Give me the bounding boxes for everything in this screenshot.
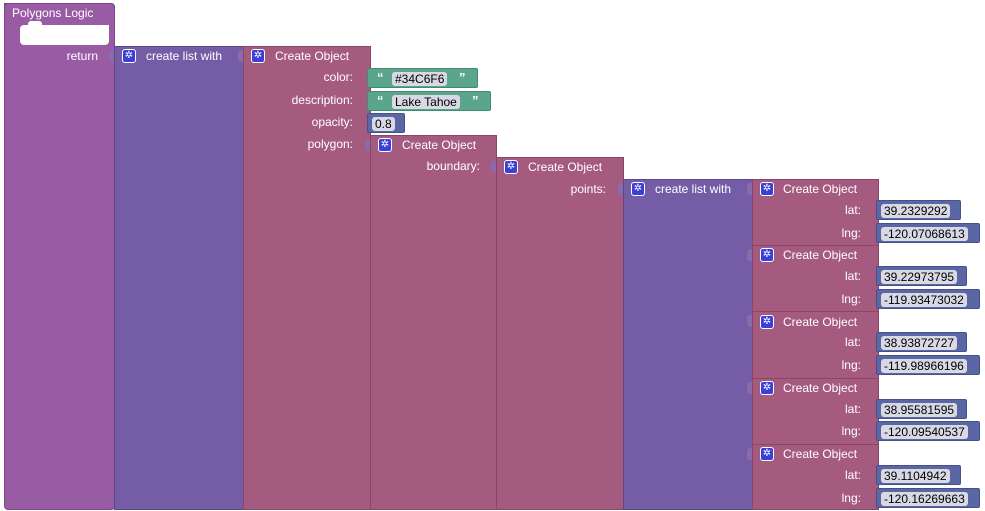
lat-label: lat: — [844, 402, 861, 416]
polygon-inner-connector — [365, 139, 370, 151]
description-value-field[interactable]: Lake Tahoe — [392, 95, 460, 109]
lng-label: lng: — [841, 424, 861, 438]
description-text-block[interactable]: “ Lake Tahoe ” — [367, 91, 491, 111]
polygon-inner-object-block[interactable] — [370, 135, 497, 510]
points-list-connector — [618, 183, 623, 195]
opacity-value-field[interactable]: 0.8 — [372, 117, 395, 131]
close-quote-icon: ” — [459, 70, 466, 85]
gear-icon[interactable]: ✲ — [631, 182, 645, 196]
lng-number-block[interactable]: -120.07068613 — [876, 223, 980, 243]
lat-number-block[interactable]: 38.95581595 — [876, 399, 967, 419]
points-label: points: — [570, 182, 606, 196]
procedure-block[interactable] — [4, 3, 115, 510]
point-object-block[interactable] — [752, 179, 879, 246]
lat-value-field[interactable]: 38.93872727 — [881, 336, 958, 350]
outer-list-label: create list with — [146, 49, 223, 63]
lng-value-field[interactable]: -119.98966196 — [881, 359, 967, 373]
polygon-object-label: Create Object — [275, 49, 350, 63]
color-value-field[interactable]: #34C6F6 — [392, 72, 448, 86]
boundary-connector — [491, 161, 496, 173]
polygon-label: polygon: — [307, 137, 353, 151]
gear-icon[interactable]: ✲ — [378, 138, 392, 152]
color-label: color: — [323, 70, 353, 84]
gear-icon[interactable]: ✲ — [760, 182, 774, 196]
procedure-title: Polygons Logic — [12, 6, 94, 20]
lng-label: lng: — [841, 226, 861, 240]
lat-value-field[interactable]: 39.1104942 — [881, 469, 950, 483]
lat-label: lat: — [844, 203, 861, 217]
lat-value-field[interactable]: 38.95581595 — [881, 403, 958, 417]
procedure-header[interactable] — [4, 3, 115, 25]
lng-label: lng: — [841, 491, 861, 505]
point-connector — [747, 382, 752, 394]
lng-number-block[interactable]: -119.93473032 — [876, 289, 980, 309]
outer-list-connector — [109, 50, 114, 62]
gear-icon[interactable]: ✲ — [122, 49, 136, 63]
gear-icon[interactable]: ✲ — [760, 447, 774, 461]
lat-number-block[interactable]: 39.1104942 — [876, 465, 961, 485]
lat-label: lat: — [844, 269, 861, 283]
lat-value-field[interactable]: 39.2329292 — [881, 204, 951, 218]
outer-list-block[interactable] — [114, 46, 244, 510]
open-quote-icon: “ — [377, 93, 384, 108]
gear-icon[interactable]: ✲ — [760, 248, 774, 262]
description-label: description: — [291, 93, 353, 107]
polygon-object-connector — [238, 50, 243, 62]
polygon-inner-object-label: Create Object — [402, 138, 477, 152]
point-object-label: Create Object — [783, 248, 858, 262]
return-label: return — [66, 49, 98, 63]
color-text-block[interactable]: “ #34C6F6 ” — [367, 68, 478, 88]
lat-label: lat: — [844, 468, 861, 482]
lat-label: lat: — [844, 335, 861, 349]
gear-icon[interactable]: ✲ — [251, 49, 265, 63]
point-object-label: Create Object — [783, 381, 858, 395]
lng-number-block[interactable]: -120.09540537 — [876, 421, 980, 441]
lat-number-block[interactable]: 39.22973795 — [876, 266, 967, 286]
lat-value-field[interactable]: 39.22973795 — [881, 270, 958, 284]
point-connector — [747, 183, 752, 195]
point-connector — [747, 315, 752, 327]
close-quote-icon: ” — [472, 93, 479, 108]
point-connector — [747, 448, 752, 460]
open-quote-icon: “ — [377, 70, 384, 85]
points-list-block[interactable] — [623, 179, 753, 510]
boundary-object-label: Create Object — [528, 160, 603, 174]
lng-number-block[interactable]: -119.98966196 — [876, 355, 980, 375]
point-object-label: Create Object — [783, 315, 858, 329]
procedure-statement-slot — [20, 21, 109, 45]
lng-value-field[interactable]: -120.07068613 — [881, 227, 968, 241]
boundary-object-block[interactable] — [496, 157, 624, 510]
lng-label: lng: — [841, 292, 861, 306]
point-object-label: Create Object — [783, 447, 858, 461]
lng-number-block[interactable]: -120.16269663 — [876, 488, 980, 508]
polygon-object-block[interactable] — [243, 46, 371, 510]
lat-number-block[interactable]: 38.93872727 — [876, 332, 967, 352]
points-list-label: create list with — [655, 182, 732, 196]
lat-number-block[interactable]: 39.2329292 — [876, 200, 961, 220]
gear-icon[interactable]: ✲ — [504, 160, 518, 174]
lng-label: lng: — [841, 358, 861, 372]
boundary-label: boundary: — [426, 159, 480, 173]
gear-icon[interactable]: ✲ — [760, 315, 774, 329]
lng-value-field[interactable]: -119.93473032 — [881, 293, 967, 307]
opacity-label: opacity: — [311, 115, 353, 129]
opacity-number-block[interactable]: 0.8 — [367, 113, 405, 133]
gear-icon[interactable]: ✲ — [760, 381, 774, 395]
point-connector — [747, 249, 752, 261]
lng-value-field[interactable]: -120.09540537 — [881, 425, 968, 439]
point-object-label: Create Object — [783, 182, 858, 196]
lng-value-field[interactable]: -120.16269663 — [881, 492, 968, 506]
